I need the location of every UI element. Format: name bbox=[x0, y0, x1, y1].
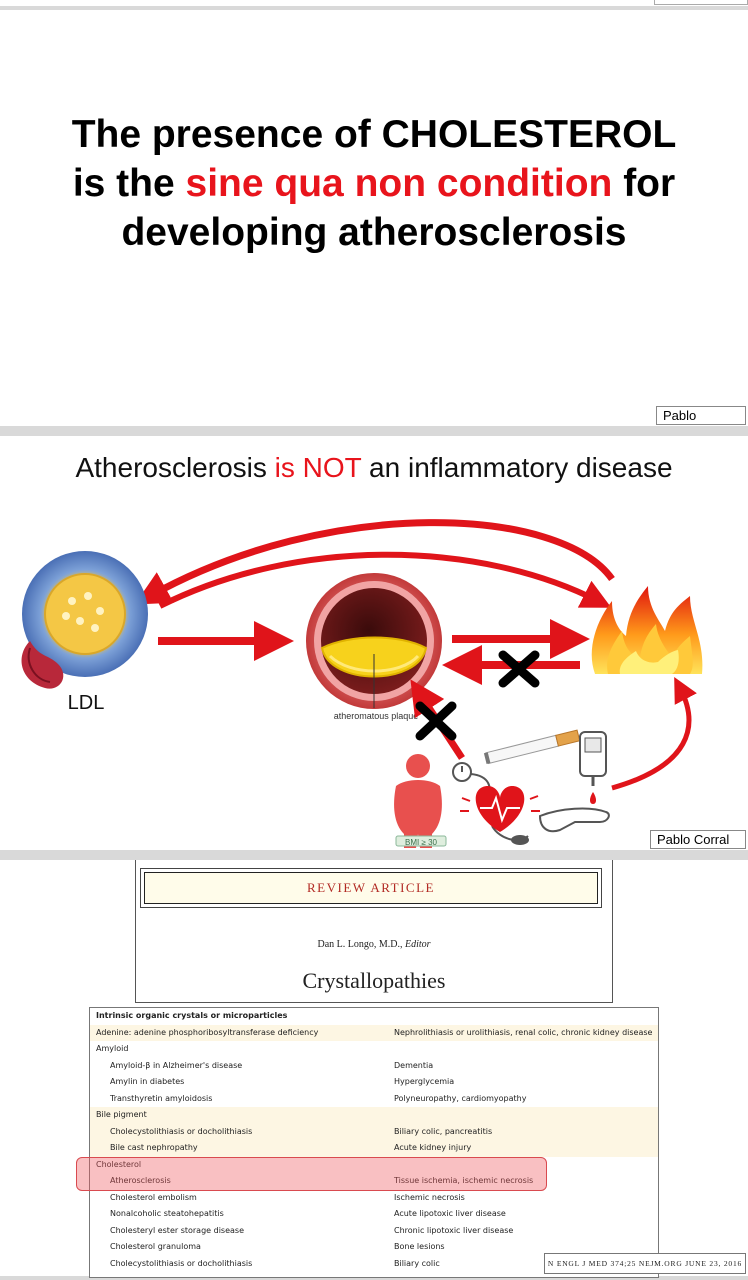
table-cell-condition: Cholesterol embolism bbox=[110, 1192, 197, 1202]
table-cell-manifestation: Acute lipotoxic liver disease bbox=[394, 1209, 506, 1218]
table-row: Adenine: adenine phosphoribosyltransfera… bbox=[90, 1024, 658, 1041]
slide1-headline: The presence of CHOLESTEROL is the sine … bbox=[20, 110, 728, 257]
ldl-label: LDL bbox=[68, 692, 105, 714]
table-row: Transthyretin amyloidosis Polyneuropathy… bbox=[90, 1091, 658, 1108]
title-emphasis: is NOT bbox=[274, 452, 362, 483]
table-cell-condition: Adenine: adenine phosphoribosyltransfera… bbox=[96, 1027, 319, 1037]
table-cell-condition: Nonalcoholic steatohepatitis bbox=[110, 1209, 224, 1218]
previous-slide-tab bbox=[654, 0, 748, 5]
slide-crystallopathies: REVIEW ARTICLE Dan L. Longo, M.D., Edito… bbox=[0, 860, 748, 1278]
previous-slide-strip bbox=[0, 0, 748, 6]
headline-line2-pre: is the bbox=[72, 162, 175, 205]
blood-pressure-icon bbox=[452, 762, 529, 845]
journal-header: REVIEW ARTICLE Dan L. Longo, M.D., Edito… bbox=[135, 860, 613, 1003]
table-row: Cholecystolithiasis or docholithiasis Bi… bbox=[90, 1256, 658, 1273]
crystallopathies-table: Intrinsic organic crystals or microparti… bbox=[89, 1007, 659, 1278]
cigarette-icon bbox=[483, 729, 581, 765]
table-cell-condition: Cholecystolithiasis or docholithiasis bbox=[110, 1126, 253, 1136]
table-row: Cholesteryl ester storage disease Chroni… bbox=[90, 1223, 658, 1240]
table-cell-condition: Cholecystolithiasis or docholithiasis bbox=[110, 1258, 253, 1268]
article-title: Crystallopathies bbox=[302, 968, 446, 993]
slide2-author: Pablo Corral bbox=[650, 830, 746, 849]
table-cell-manifestation: Tissue ischemia, ischemic necrosis bbox=[394, 1176, 534, 1185]
slide-cholesterol: The presence of CHOLESTEROL is the sine … bbox=[0, 10, 748, 426]
table-cell-condition: Bile cast nephropathy bbox=[110, 1143, 198, 1152]
editor-name: Dan L. Longo, M.D., bbox=[317, 939, 403, 950]
table-cell-manifestation: Dementia bbox=[394, 1060, 434, 1070]
journal-citation: N ENGL J MED 374;25 NEJM.ORG JUNE 23, 20… bbox=[544, 1253, 746, 1274]
glucose-meter-icon bbox=[538, 731, 610, 833]
table-cell-manifestation: Bone lesions bbox=[394, 1242, 445, 1251]
bmi-label: BMI ≥ 30 bbox=[405, 838, 438, 847]
table-cell-category: Bile pigment bbox=[96, 1110, 147, 1119]
headline-line2: is the sine qua non condition for bbox=[20, 159, 728, 208]
curve-arrow-ldl-to-fire bbox=[158, 551, 612, 609]
table-cell-manifestation: Acute kidney injury bbox=[394, 1143, 472, 1152]
title-pre: Atherosclerosis bbox=[75, 452, 267, 483]
table-cell-condition: Cholesterol granuloma bbox=[110, 1242, 201, 1251]
table-row: Nonalcoholic steatohepatitis Acute lipot… bbox=[90, 1206, 658, 1223]
table-header-row: Intrinsic organic crystals or microparti… bbox=[90, 1008, 658, 1025]
table-cell-condition: Transthyretin amyloidosis bbox=[110, 1093, 213, 1103]
slide2-title: Atherosclerosis is NOT an inflammatory d… bbox=[0, 452, 748, 484]
slide1-author: Pablo bbox=[656, 406, 746, 425]
table-row: Atherosclerosis Tissue ischemia, ischemi… bbox=[90, 1173, 658, 1190]
cholesterol-highlight bbox=[76, 1157, 547, 1191]
slide-inflammation: Atherosclerosis is NOT an inflammatory d… bbox=[0, 436, 748, 850]
table-row: Cholesterol embolism Ischemic necrosis bbox=[90, 1190, 658, 1207]
editor-role: Editor bbox=[404, 939, 431, 950]
table-cell-manifestation: Hyperglycemia bbox=[394, 1077, 455, 1086]
table-row: Amyloid-β in Alzheimer's disease Dementi… bbox=[90, 1058, 658, 1075]
table-cell-condition: Amyloid-β in Alzheimer's disease bbox=[110, 1060, 243, 1070]
table-cell-condition: Cholesteryl ester storage disease bbox=[110, 1225, 245, 1235]
table-row: Bile cast nephropathy Acute kidney injur… bbox=[90, 1140, 658, 1157]
table-cell-manifestation: Nephrolithiasis or urolithiasis, renal c… bbox=[394, 1027, 653, 1037]
review-article-banner: REVIEW ARTICLE bbox=[140, 868, 602, 908]
headline-line1: The presence of CHOLESTEROL bbox=[71, 113, 677, 156]
heart-icon bbox=[460, 786, 540, 832]
table-cell-category: Amyloid bbox=[96, 1044, 129, 1053]
table-cell-manifestation: Biliary colic bbox=[394, 1258, 440, 1268]
table-cell-manifestation: Biliary colic, pancreatitis bbox=[394, 1126, 493, 1136]
table-cell-category: Cholesterol bbox=[96, 1159, 142, 1169]
obese-person-icon bbox=[394, 754, 447, 848]
editor-line: Dan L. Longo, M.D., Editor bbox=[136, 939, 612, 950]
table-cell-manifestation: Polyneuropathy, cardiomyopathy bbox=[394, 1093, 527, 1103]
cross-mark-icon bbox=[415, 701, 457, 741]
table-row: Cholecystolithiasis or docholithiasis Bi… bbox=[90, 1123, 658, 1140]
headline-line3: developing atherosclerosis bbox=[121, 211, 627, 254]
ldl-particle-icon bbox=[21, 551, 148, 689]
table-cell-manifestation: Chronic lipotoxic liver disease bbox=[394, 1225, 514, 1235]
curve-arrow-fire-to-ldl bbox=[134, 519, 615, 605]
table-row: Cholesterol granuloma Bone lesions bbox=[90, 1239, 658, 1256]
headline-emphasis: sine qua non condition bbox=[185, 162, 613, 205]
table-row: Cholesterol bbox=[90, 1157, 658, 1174]
artery-cross-section-icon bbox=[306, 573, 442, 709]
title-post: an inflammatory disease bbox=[369, 452, 673, 483]
fire-icon bbox=[591, 586, 703, 674]
table-cell-manifestation: Ischemic necrosis bbox=[394, 1192, 465, 1202]
table-cell-condition: Amylin in diabetes bbox=[110, 1077, 185, 1086]
cross-mark-icon bbox=[498, 650, 540, 688]
plaque-label: atheromatous plaque bbox=[334, 711, 419, 721]
atherosclerosis-diagram: LDL atheromatous plaque bbox=[21, 519, 703, 848]
curve-arrow-risk-to-fire bbox=[611, 676, 697, 791]
table-row: Amyloid bbox=[90, 1041, 658, 1058]
table-cell-condition: Atherosclerosis bbox=[110, 1176, 171, 1185]
table-header: Intrinsic organic crystals or microparti… bbox=[96, 1011, 288, 1020]
headline-line2-post: for bbox=[623, 162, 676, 205]
table-row: Bile pigment bbox=[90, 1107, 658, 1124]
table-row: Amylin in diabetes Hyperglycemia bbox=[90, 1074, 658, 1091]
